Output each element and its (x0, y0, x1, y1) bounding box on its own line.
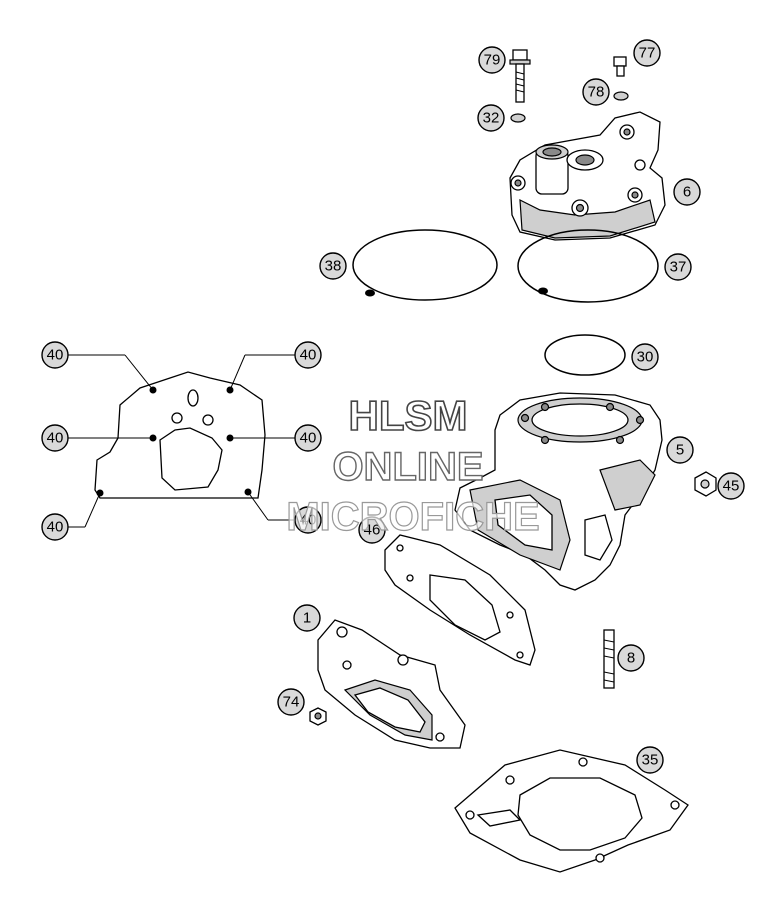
svg-text:40: 40 (300, 430, 317, 447)
cylinder-part (454, 392, 663, 591)
callout-40-bottom-left: 40 (41, 513, 69, 541)
nut-45-part (694, 471, 717, 497)
callout-79: 79 (478, 46, 506, 74)
intake-gasket-46-part (384, 534, 536, 666)
callout-35: 35 (636, 746, 664, 774)
svg-text:6: 6 (683, 184, 691, 201)
svg-text:1: 1 (303, 610, 311, 627)
callout-77: 77 (633, 39, 661, 67)
svg-text:79: 79 (484, 52, 501, 69)
svg-text:77: 77 (639, 45, 656, 62)
watermark-line-1: HLSM (349, 392, 468, 439)
bolt-79-part (509, 49, 531, 103)
svg-text:30: 30 (637, 349, 654, 366)
svg-text:38: 38 (325, 258, 342, 275)
head-gasket-35-part (454, 749, 689, 873)
bolt-74-part (309, 707, 327, 726)
svg-text:35: 35 (642, 752, 659, 769)
callout-37: 37 (664, 253, 692, 281)
svg-text:78: 78 (588, 84, 605, 101)
callout-5: 5 (666, 436, 694, 464)
svg-text:40: 40 (47, 430, 64, 447)
watermark-line-3: MICROFICHE (286, 495, 539, 539)
svg-text:5: 5 (676, 442, 684, 459)
callout-40-mid-right: 40 (294, 424, 322, 452)
svg-text:45: 45 (723, 478, 740, 495)
callout-74: 74 (277, 688, 305, 716)
callout-40-top-right: 40 (294, 341, 322, 369)
svg-text:40: 40 (300, 512, 317, 529)
intake-flange-1-part (317, 619, 466, 749)
cylinder-head-part (509, 111, 666, 241)
callout-1: 1 (293, 604, 321, 632)
callout-8: 8 (617, 644, 645, 672)
callout-46: 46 (358, 516, 386, 544)
o-ring-38-marker (365, 289, 375, 297)
bolt-77-part (613, 56, 627, 77)
o-ring-30-part (544, 334, 626, 376)
callout-32: 32 (477, 104, 505, 132)
callout-30: 30 (631, 343, 659, 371)
o-ring-38-part (352, 229, 498, 301)
svg-text:32: 32 (483, 110, 500, 127)
svg-text:46: 46 (364, 522, 381, 539)
callout-40-bottom-right: 40 (294, 506, 322, 534)
callout-40-mid-left: 40 (41, 424, 69, 452)
callout-45: 45 (717, 472, 745, 500)
washer-32-part (510, 113, 526, 123)
svg-text:74: 74 (283, 694, 300, 711)
stud-8-part (603, 629, 615, 689)
watermark-line-2: ONLINE (332, 445, 483, 489)
callout-78: 78 (582, 78, 610, 106)
o-ring-37-part (517, 229, 659, 303)
svg-text:40: 40 (47, 347, 64, 364)
callout-6: 6 (673, 178, 701, 206)
svg-text:40: 40 (47, 519, 64, 536)
callout-38: 38 (319, 252, 347, 280)
o-ring-37-marker (538, 287, 548, 295)
svg-text:40: 40 (300, 347, 317, 364)
callout-40-top-left: 40 (41, 341, 69, 369)
svg-text:8: 8 (627, 650, 635, 667)
svg-text:37: 37 (670, 259, 687, 276)
watermark: HLSM ONLINE MICROFICHE (286, 391, 541, 539)
base-gasket-detail (68, 354, 295, 528)
washer-78-part (613, 91, 629, 101)
